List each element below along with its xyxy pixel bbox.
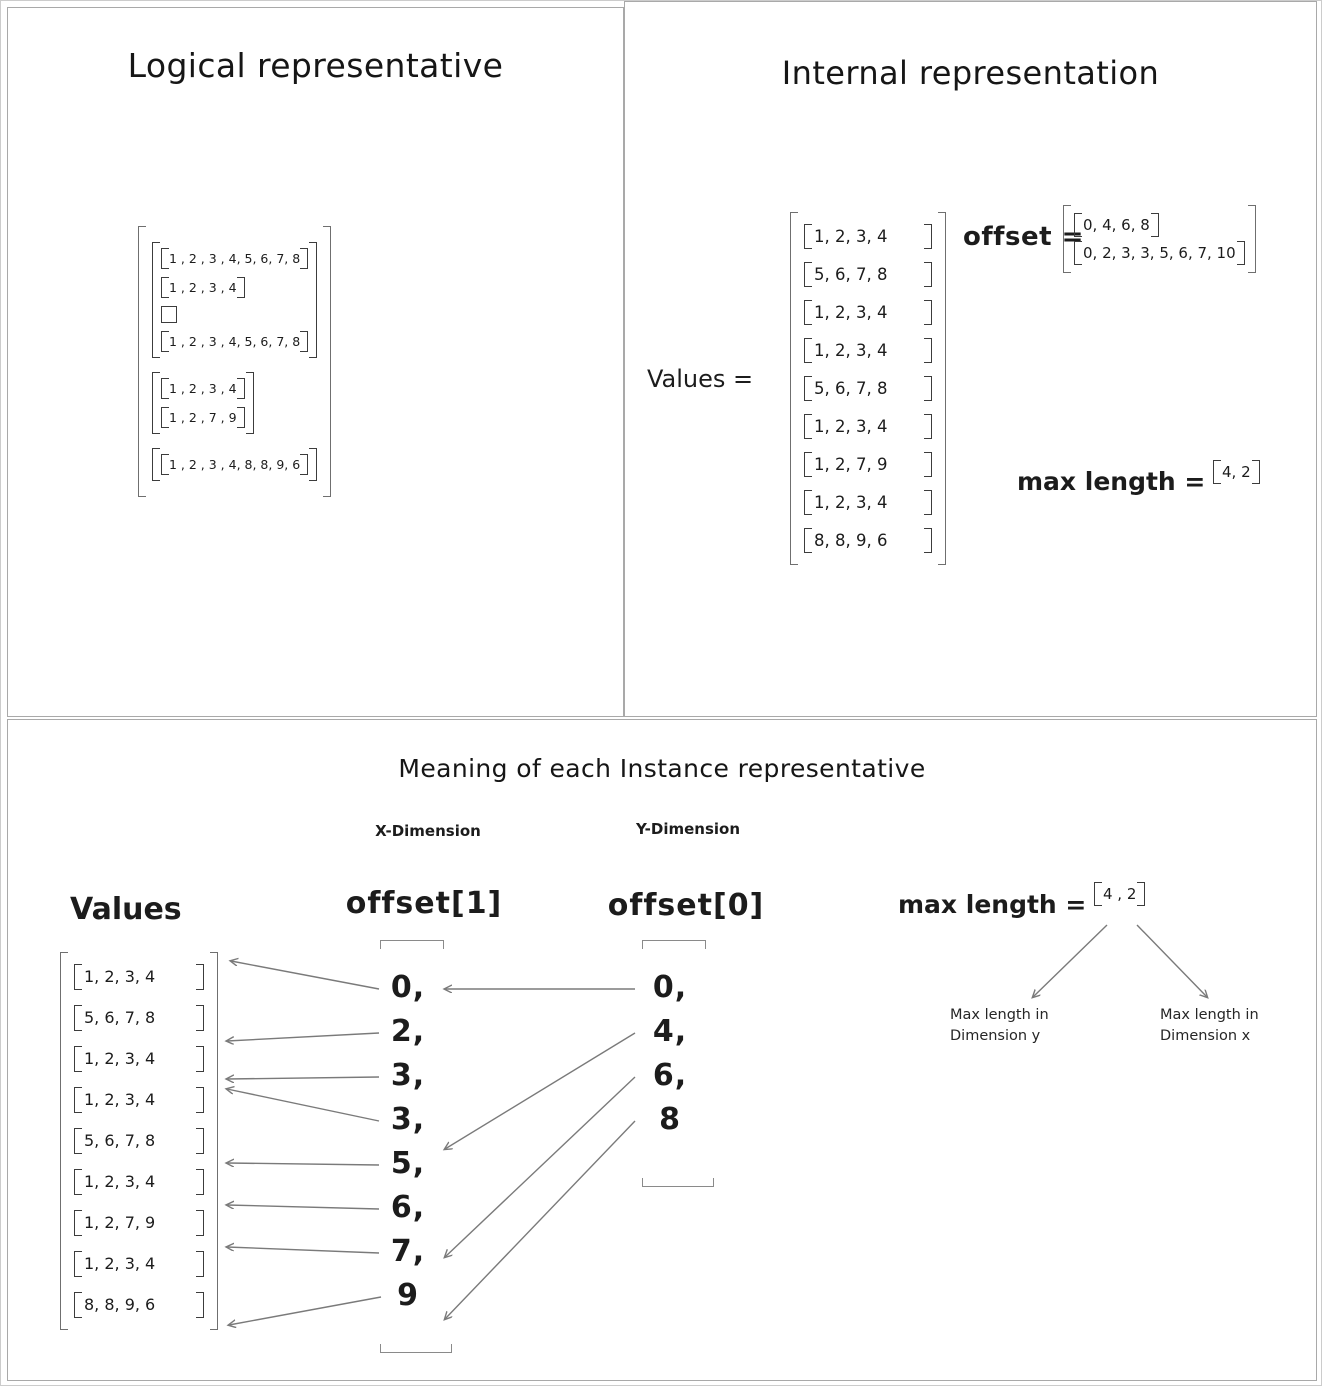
offset1-bottom-bracket — [380, 1344, 452, 1353]
panel-meaning: Meaning of each Instance representative … — [7, 719, 1317, 1381]
offset1-value: 7, — [390, 1234, 426, 1269]
logical-row: 1 , 2 , 3 , 4, 5, 6, 7, 8 — [161, 331, 309, 352]
x-dimension-label: X-Dimension — [375, 822, 481, 840]
offset1-value: 2, — [390, 1014, 426, 1049]
values-row: 1, 2, 3, 4 — [804, 414, 932, 439]
logical-row: 1 , 2 , 3 , 4, 5, 6, 7, 8 — [161, 248, 309, 269]
internal-values-outer-bracket: 1, 2, 3, 4 5, 6, 7, 8 1, 2, 3, 4 1, 2, 3, 4… — [790, 212, 946, 565]
values-row: 1, 2, 3, 4 — [804, 490, 932, 515]
values-row: 1, 2, 3, 4 — [74, 964, 204, 990]
logical-group-2: 1 , 2 , 3 , 4 1 , 2 , 7 , 9 — [152, 372, 254, 434]
offset-row: 0, 2, 3, 3, 5, 6, 7, 10 — [1074, 241, 1245, 265]
values-row: 8, 8, 9, 6 — [74, 1292, 204, 1318]
internal-title: Internal representation — [781, 54, 1160, 92]
values-row: 1, 2, 3, 4 — [74, 1087, 204, 1113]
values-row: 1, 2, 3, 4 — [804, 338, 932, 363]
values-row: 1, 2, 7, 9 — [74, 1210, 204, 1236]
values-row: 1, 2, 3, 4 — [74, 1251, 204, 1277]
y-dimension-label: Y-Dimension — [635, 820, 740, 838]
values-row: 8, 8, 9, 6 — [804, 528, 932, 553]
offset-row: 0, 4, 6, 8 — [1074, 213, 1159, 237]
offset1-top-bracket — [380, 940, 444, 949]
offset0-bottom-bracket — [642, 1178, 714, 1187]
offset1-value: 0, — [390, 970, 426, 1005]
values-equals-label: Values = — [647, 365, 754, 393]
offset0-value: 0, — [652, 970, 688, 1005]
logical-group-3: 1 , 2 , 3 , 4, 8, 8, 9, 6 — [152, 448, 318, 481]
meaning-values-outer-bracket: 1, 2, 3, 4 5, 6, 7, 8 1, 2, 3, 4 1, 2, 3, 4… — [60, 952, 218, 1330]
max-length-label: max length = — [1017, 467, 1206, 496]
panel-internal: Internal representation Values = 1, 2, 3… — [624, 1, 1317, 717]
meaning-max-length-label: max length = — [898, 890, 1087, 919]
offset0-header: offset[0] — [607, 888, 765, 923]
offset1-value: 3, — [390, 1058, 426, 1093]
values-row: 1, 2, 3, 4 — [74, 1046, 204, 1072]
values-row: 5, 6, 7, 8 — [74, 1128, 204, 1154]
max-length-value: 4, 2 — [1213, 460, 1260, 484]
logical-title: Logical representative — [127, 46, 504, 85]
max-length-value-wrap: 4, 2 — [1213, 460, 1260, 484]
offset-outer-bracket: 0, 4, 6, 8 0, 2, 3, 3, 5, 6, 7, 10 — [1063, 205, 1256, 273]
max-length-note-x: Max length in Dimension x — [1160, 1007, 1259, 1045]
panel-logical: Logical representative 1 , 2 , 3 , 4, 5,… — [7, 7, 624, 717]
values-row: 5, 6, 7, 8 — [804, 376, 932, 401]
max-length-note-y: Max length in Dimension y — [950, 1007, 1049, 1045]
offset1-value: 3, — [390, 1102, 426, 1137]
offset1-header: offset[1] — [345, 886, 503, 921]
offset0-value: 8 — [659, 1102, 681, 1137]
logical-group-1: 1 , 2 , 3 , 4, 5, 6, 7, 8 1 , 2 , 3 , 4 1 … — [152, 242, 318, 358]
offset0-column: 0, 4, 6, 8 — [630, 972, 710, 1136]
logical-row: 1 , 2 , 3 , 4 — [161, 378, 245, 399]
internal-values-figure: 1, 2, 3, 4 5, 6, 7, 8 1, 2, 3, 4 1, 2, 3, 4… — [790, 212, 946, 565]
values-row: 1, 2, 3, 4 — [804, 224, 932, 249]
offset0-value: 6, — [652, 1058, 688, 1093]
offset0-top-bracket — [642, 940, 706, 949]
offset1-column: 0, 2, 3, 3, 5, 6, 7, 9 — [368, 972, 448, 1312]
logical-row: 1 , 2 , 3 , 4, 8, 8, 9, 6 — [161, 454, 309, 475]
values-row: 5, 6, 7, 8 — [804, 262, 932, 287]
values-header: Values — [70, 892, 182, 927]
offset0-value: 4, — [652, 1014, 688, 1049]
offset1-value: 6, — [390, 1190, 426, 1225]
values-row: 1, 2, 3, 4 — [804, 300, 932, 325]
offset1-value: 9 — [397, 1278, 419, 1313]
meaning-title: Meaning of each Instance representative — [398, 754, 926, 783]
values-row: 1, 2, 7, 9 — [804, 452, 932, 477]
values-row: 5, 6, 7, 8 — [74, 1005, 204, 1031]
logical-row: 1 , 2 , 7 , 9 — [161, 407, 245, 428]
logical-row: 1 , 2 , 3 , 4 — [161, 277, 245, 298]
meaning-max-length-value: 4 , 2 — [1094, 882, 1146, 906]
meaning-values-figure: 1, 2, 3, 4 5, 6, 7, 8 1, 2, 3, 4 1, 2, 3, 4… — [60, 952, 218, 1330]
logical-row — [161, 306, 177, 323]
values-row: 1, 2, 3, 4 — [74, 1169, 204, 1195]
offset1-value: 5, — [390, 1146, 426, 1181]
meaning-max-length-wrap: 4 , 2 — [1094, 882, 1146, 906]
internal-offset-figure: 0, 4, 6, 8 0, 2, 3, 3, 5, 6, 7, 10 — [1063, 205, 1256, 273]
